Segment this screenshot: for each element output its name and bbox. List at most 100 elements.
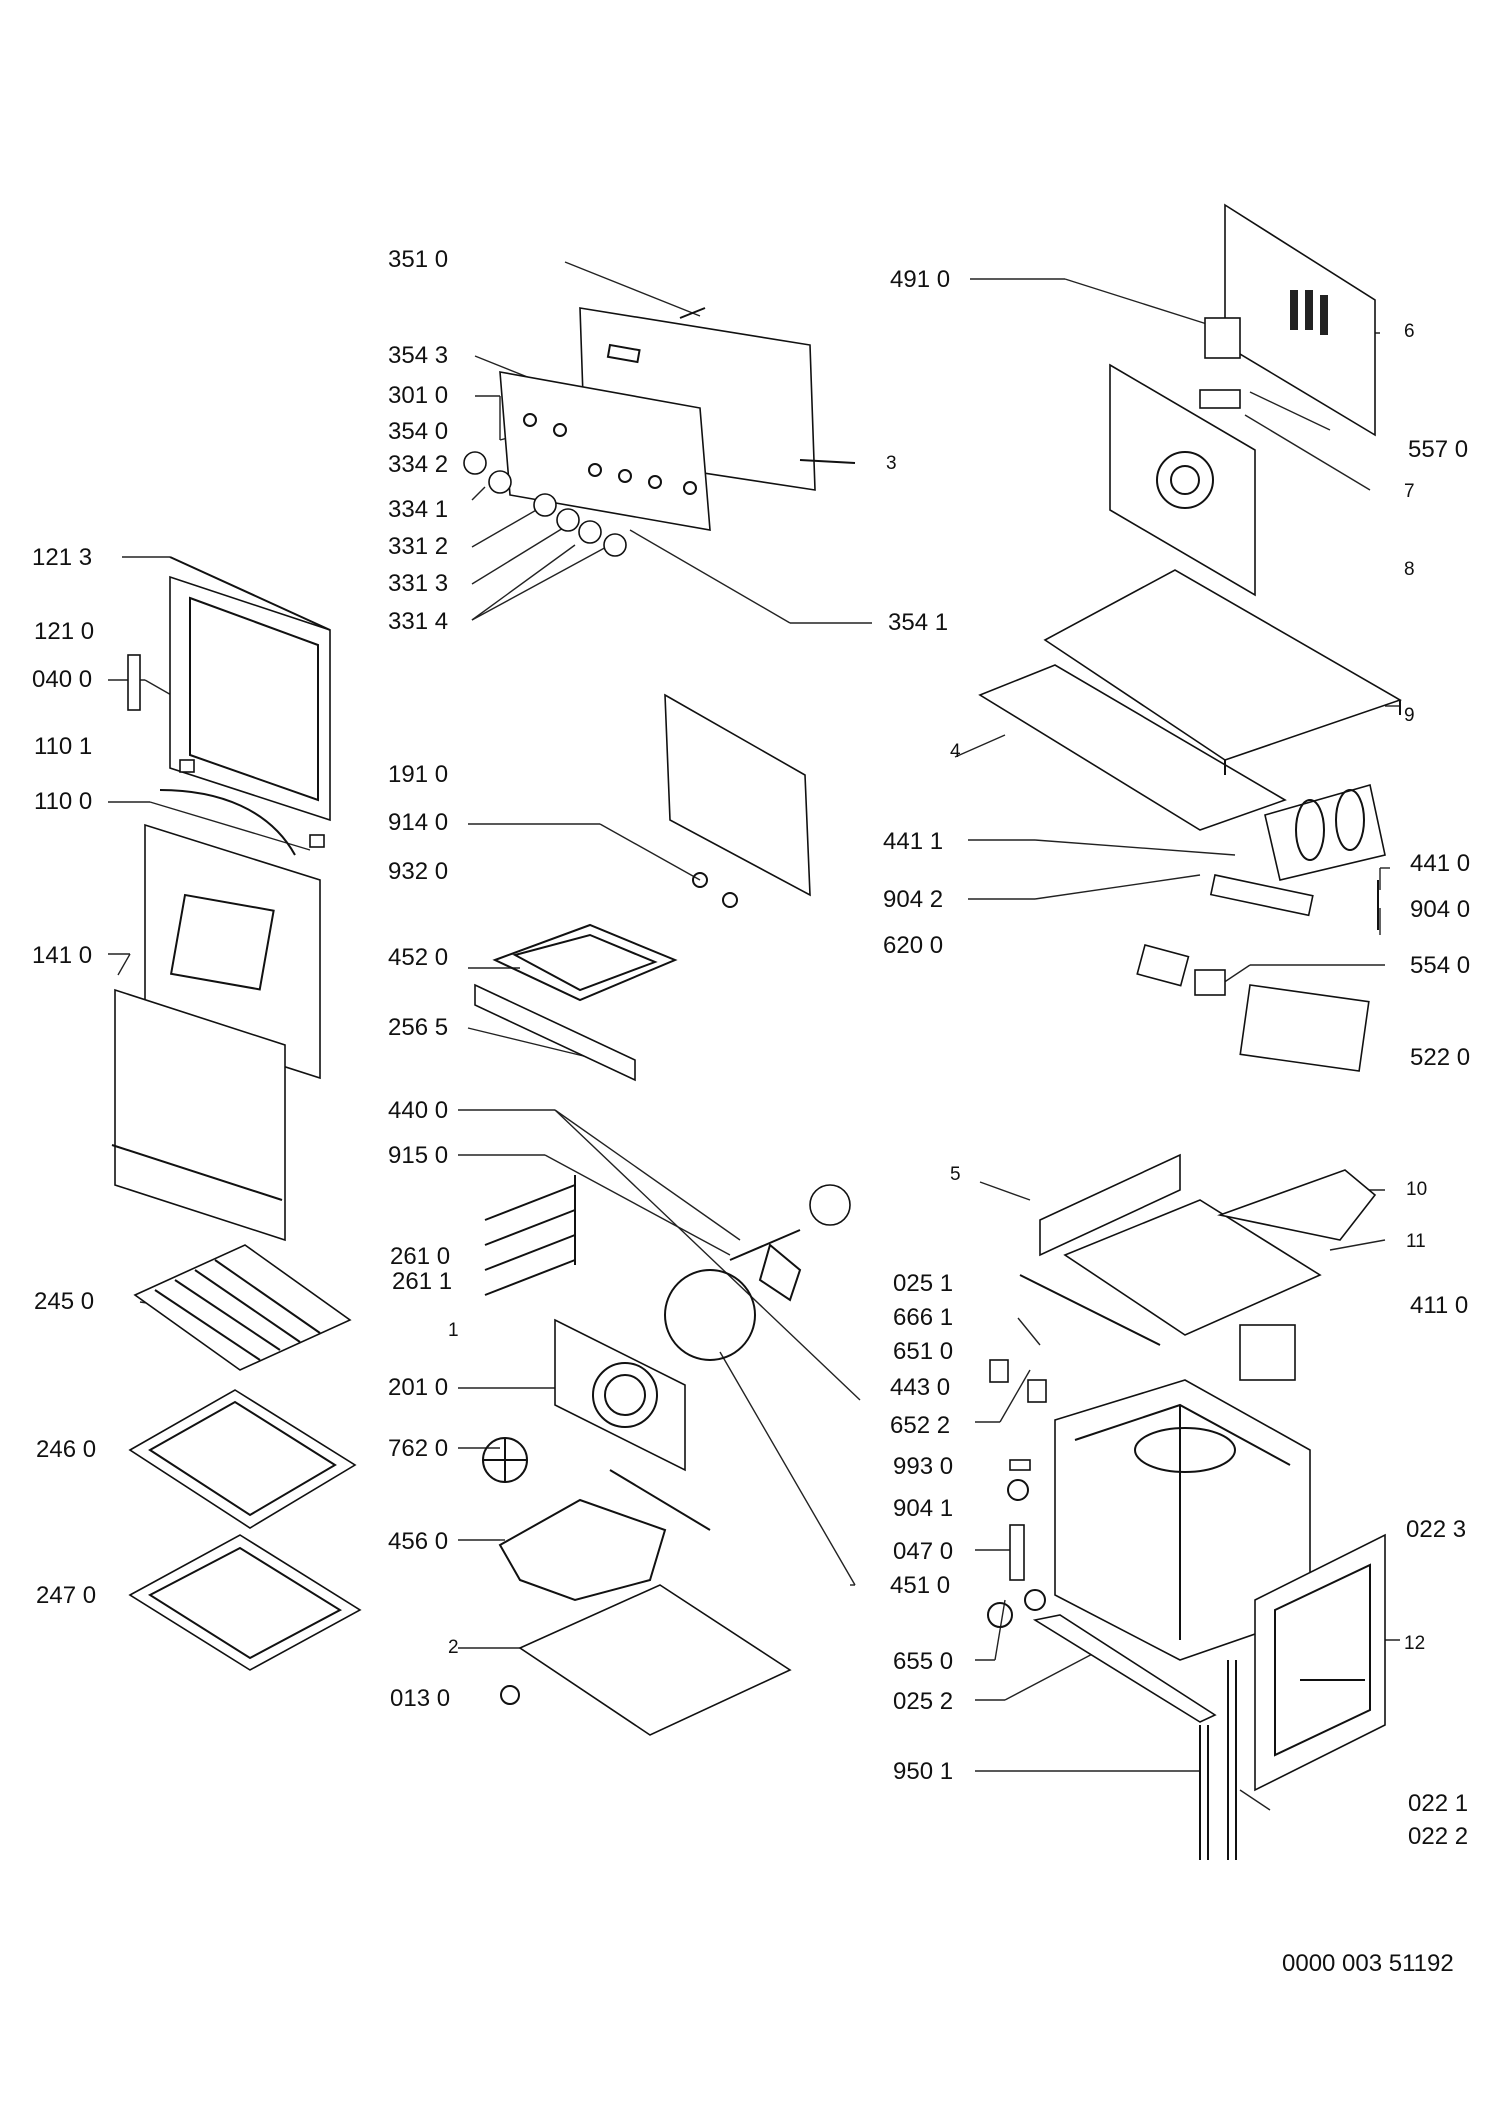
leader-lines [108,261,1400,1811]
bottom-element-part [498,1469,711,1602]
fan-motor-part [664,1184,851,1361]
label-256-5: 256 5 [388,1014,449,1041]
door-glass-part [111,823,321,1242]
rear-panel-part [1109,203,1376,597]
switch-parts [1136,944,1370,1072]
fan-cover-part [554,1318,686,1472]
drip-pan-part [128,1534,362,1671]
label-993-0: 993 0 [893,1453,954,1480]
label-456-0: 456 0 [388,1528,449,1555]
label-932-0: 932 0 [388,858,449,885]
label-915-0: 915 0 [388,1142,449,1169]
label-121-0: 121 0 [34,618,95,645]
label-022-2: 022 2 [1408,1823,1469,1850]
tangential-fan-part [1209,783,1386,930]
label-904-0: 904 0 [1410,896,1471,923]
oven-cavity-part [1054,1379,1311,1661]
label-331-4: 331 4 [388,608,449,635]
label-5: 5 [950,1164,961,1185]
cavity-window-part [664,693,811,897]
label-301-0: 301 0 [388,382,449,409]
label-554-0: 554 0 [1410,952,1471,979]
cavity-bottom-part [500,1584,792,1736]
label-451-0: 451 0 [890,1572,951,1599]
document-code: 0000 003 51192 [1282,1950,1454,1977]
label-331-3: 331 3 [388,570,449,597]
top-cover-part [978,569,1402,831]
label-443-0: 443 0 [890,1374,951,1401]
label-354-3: 354 3 [388,342,449,369]
label-652-2: 652 2 [890,1412,951,1439]
door-frame-part [169,556,331,822]
label-904-2: 904 2 [883,886,944,913]
label-261-0: 261 0 [390,1243,451,1270]
label-762-0: 762 0 [388,1435,449,1462]
label-354-0: 354 0 [388,418,449,445]
control-panel-part [499,307,856,531]
label-8: 8 [1404,559,1415,580]
label-141-0: 141 0 [32,942,93,969]
label-261-1: 261 1 [392,1268,453,1295]
outer-door-part [1254,1533,1386,1792]
label-11: 11 [1406,1231,1426,1252]
label-441-0: 441 0 [1410,850,1471,877]
label-666-1: 666 1 [893,1304,954,1331]
label-121-3: 121 3 [32,544,93,571]
cooling-fan-part [1239,1324,1296,1381]
label-651-0: 651 0 [893,1338,954,1365]
label-950-1: 950 1 [893,1758,954,1785]
rack-part [133,1244,352,1371]
label-10: 10 [1406,1179,1428,1200]
label-022-1: 022 1 [1408,1790,1469,1817]
label-7: 7 [1404,481,1415,502]
upper-frame-part [1019,1153,1377,1346]
label-9: 9 [1404,705,1415,726]
label-110-0: 110 0 [34,788,93,815]
label-191-0: 191 0 [388,761,449,788]
baking-tray-part [128,1389,357,1529]
label-904-1: 904 1 [893,1495,954,1522]
label-040-0: 040 0 [32,666,93,693]
door-seal-part [1199,1660,1237,1860]
small-components-part [987,1359,1047,1628]
label-440-0: 440 0 [388,1097,449,1124]
label-022-3: 022 3 [1406,1516,1467,1543]
label-334-2: 334 2 [388,451,449,478]
label-411-0: 411 0 [1410,1292,1469,1319]
label-557-0: 557 0 [1408,436,1469,463]
label-6: 6 [1404,321,1415,342]
label-522-0: 522 0 [1410,1044,1471,1071]
label-2: 2 [448,1637,459,1658]
label-247-0: 247 0 [36,1582,97,1609]
label-351-0: 351 0 [388,246,449,273]
label-246-0: 246 0 [36,1436,97,1463]
label-013-0: 013 0 [390,1685,451,1712]
label-4: 4 [950,741,961,762]
label-245-0: 245 0 [34,1288,95,1315]
label-201-0: 201 0 [388,1374,449,1401]
label-025-1: 025 1 [893,1270,954,1297]
label-655-0: 655 0 [893,1648,954,1675]
grill-element-part [474,872,738,1082]
label-620-0: 620 0 [883,932,944,959]
bottom-strip-part [1032,1614,1217,1723]
label-452-0: 452 0 [388,944,449,971]
label-491-0: 491 0 [890,266,951,293]
label-1: 1 [448,1320,459,1341]
label-914-0: 914 0 [388,809,449,836]
label-047-0: 047 0 [893,1538,954,1565]
label-025-2: 025 2 [893,1688,954,1715]
label-441-1: 441 1 [883,828,944,855]
side-rails-part [484,1175,576,1296]
knobs-part [463,451,627,557]
label-331-2: 331 2 [388,533,449,560]
label-3: 3 [886,453,897,474]
label-110-1: 110 1 [34,733,93,760]
handle-part [127,654,325,856]
label-354-1: 354 1 [888,609,949,636]
fan-blade-part [482,1437,528,1483]
label-12: 12 [1404,1633,1426,1654]
label-334-1: 334 1 [388,496,449,523]
